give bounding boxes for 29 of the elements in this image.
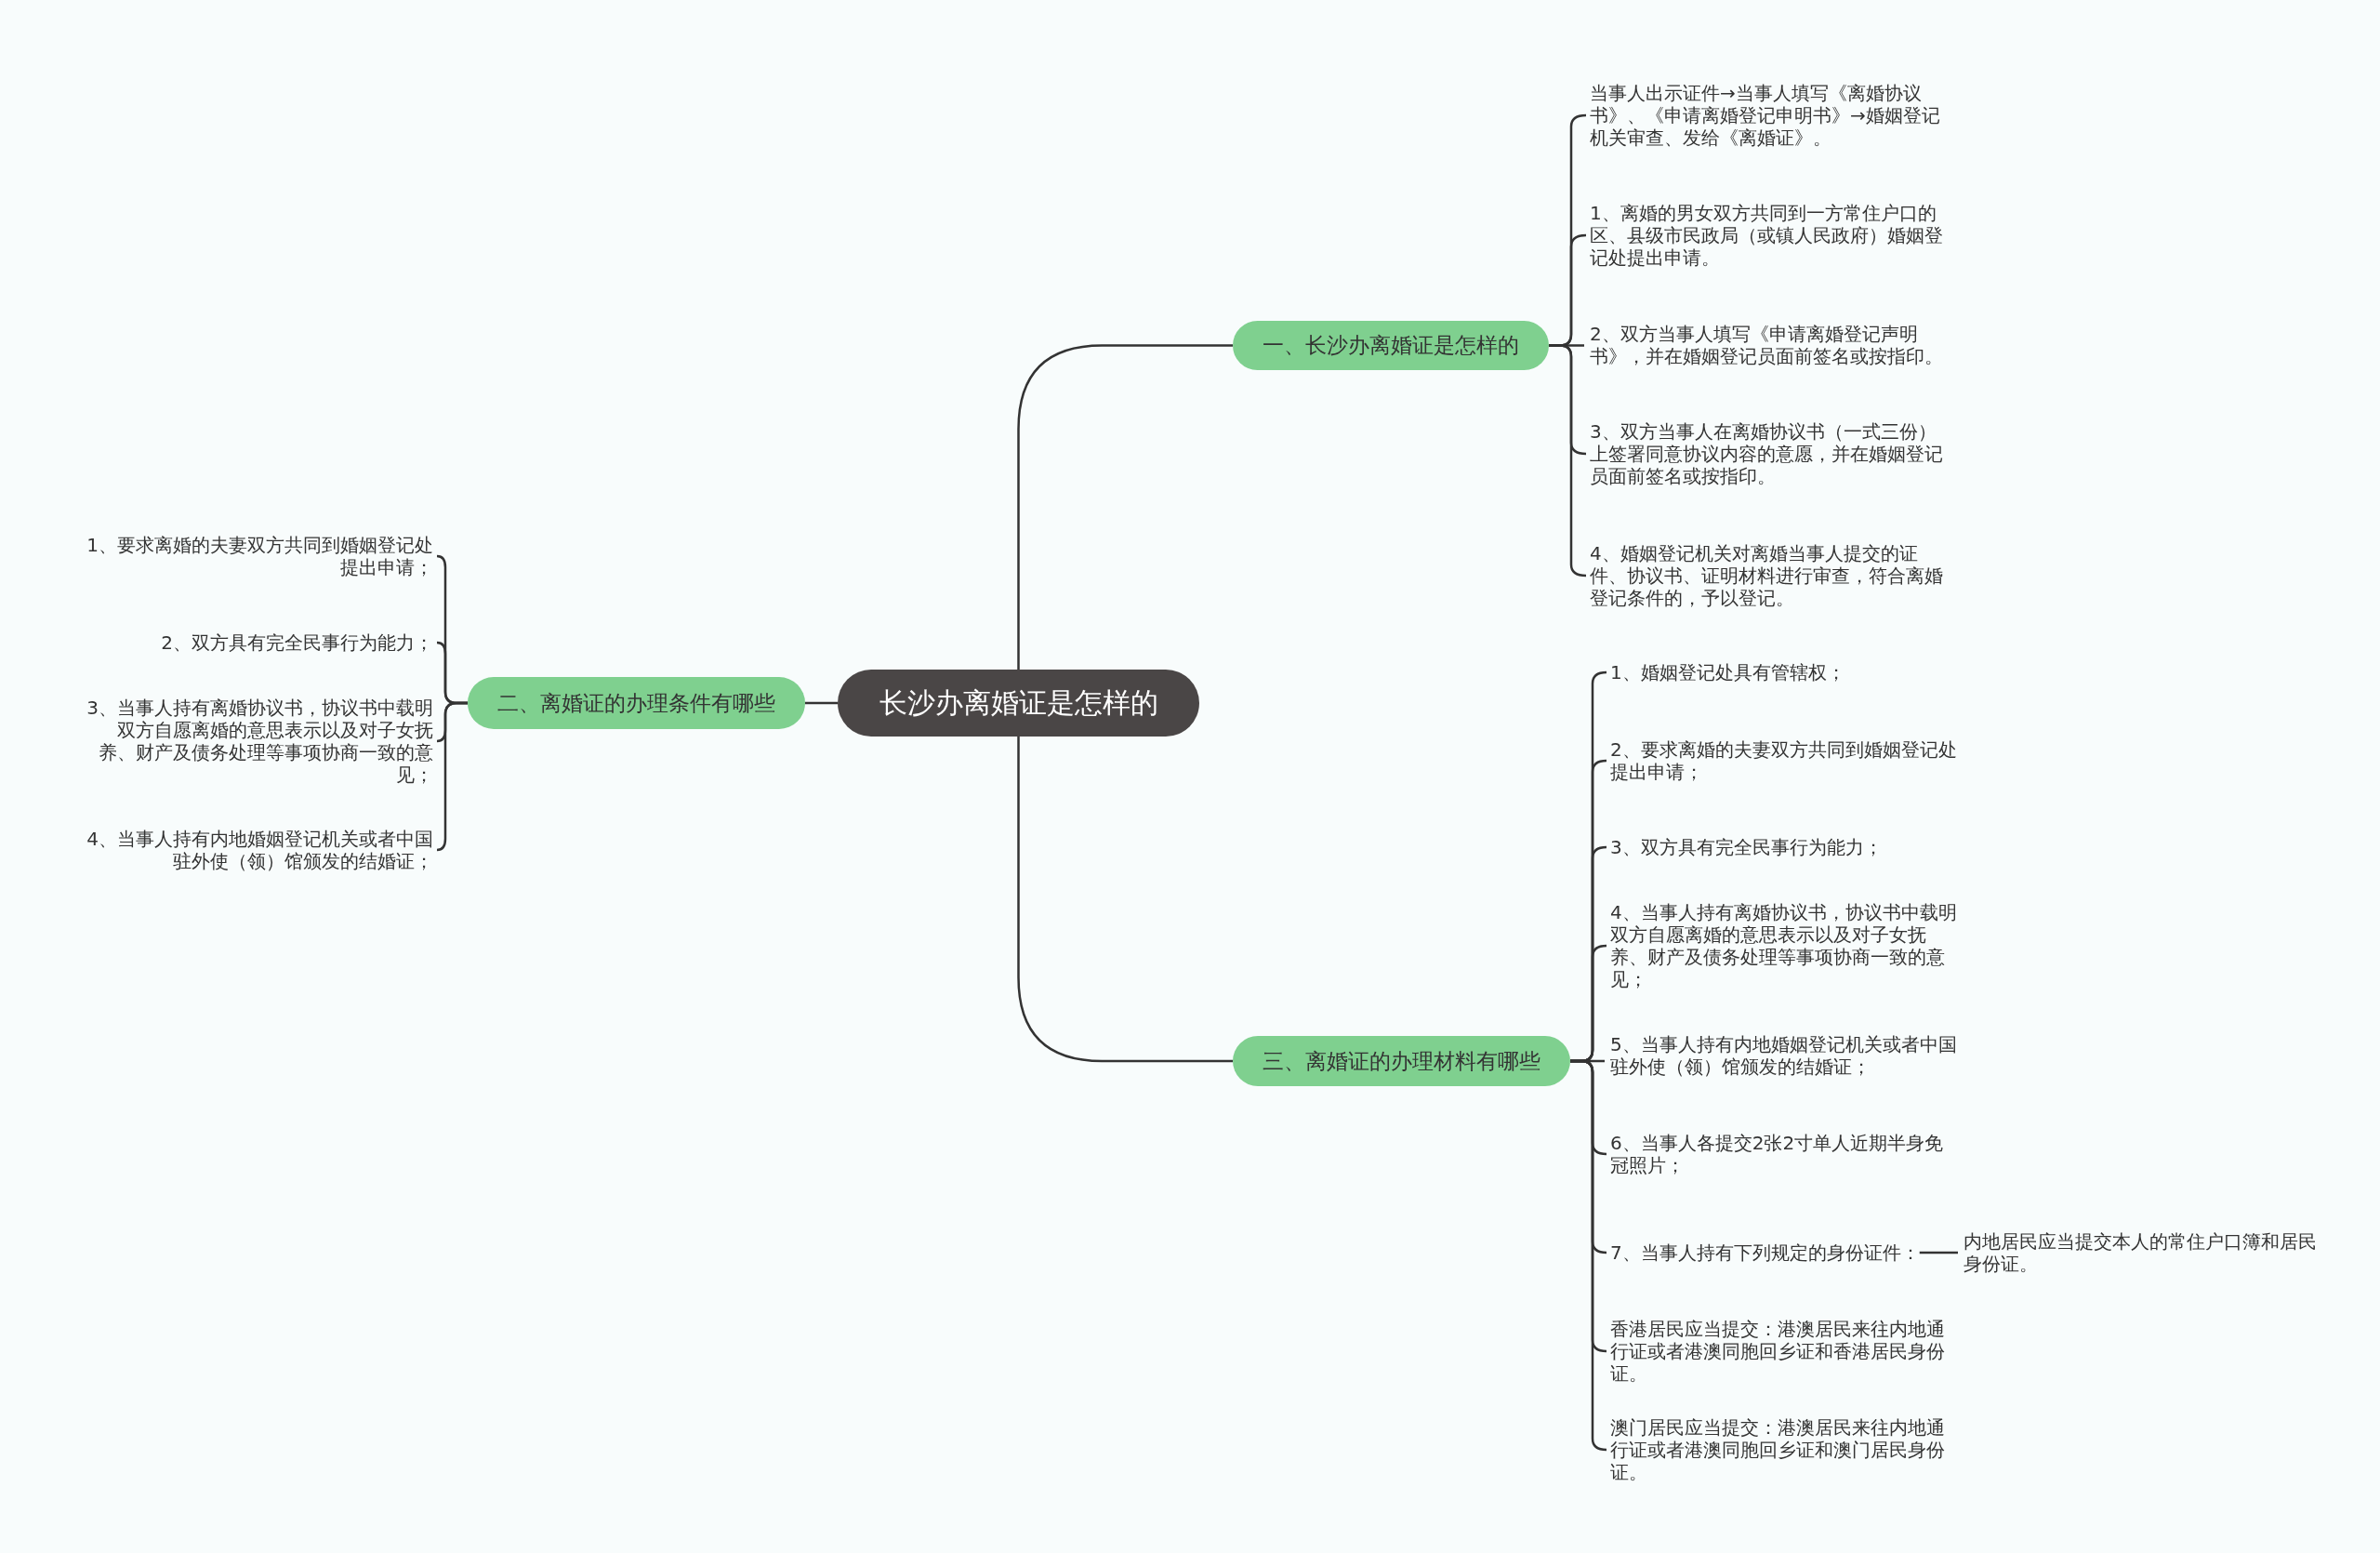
subtopic-text: 1、离婚的男女双方共同到一方常住户口的区、县级市民政局（或镇人民政府）婚姻登记处提出申请。 xyxy=(1590,202,1943,269)
subtopic-text: 3、双方当事人在离婚协议书（一式三份）上签署同意协议内容的意愿，并在婚姻登记员面前签名或按指印。 xyxy=(1590,420,1943,487)
subtopic-text: 1、婚姻登记处具有管辖权； xyxy=(1610,661,1959,684)
subtopic-text: 香港居民应当提交：港澳居民来往内地通行证或者港澳同胞回乡证和香港居民身份证。 xyxy=(1610,1318,1959,1385)
subtopic-text: 7、当事人持有下列规定的身份证件： xyxy=(1610,1241,1920,1264)
connector-line xyxy=(1017,344,1233,670)
subtopic-text: 当事人出示证件→当事人填写《离婚协议书》、《申请离婚登记申明书》→婚姻登记机关审查、发给《离婚证》。 xyxy=(1590,82,1943,149)
connector-line xyxy=(1919,1251,1958,1254)
central-topic-box: 长沙办离婚证是怎样的 xyxy=(838,670,1199,737)
connector-line xyxy=(1570,1059,1607,1452)
topic-box: 二、离婚证的办理条件有哪些 xyxy=(468,677,805,729)
subtopic-text: 1、要求离婚的夫妻双方共同到婚姻登记处提出申请； xyxy=(82,534,433,578)
connector-line xyxy=(436,701,468,852)
topic-box: 三、离婚证的办理材料有哪些 xyxy=(1233,1036,1570,1086)
connector-line xyxy=(1017,737,1233,1063)
subtopic-text: 2、双方当事人填写《申请离婚登记声明书》，并在婚姻登记员面前签名或按指印。 xyxy=(1590,323,1943,367)
subtopic-text: 6、当事人各提交2张2寸单人近期半身免冠照片； xyxy=(1610,1132,1959,1176)
subtopic-text: 2、要求离婚的夫妻双方共同到婚姻登记处提出申请； xyxy=(1610,738,1959,783)
subtopic-text: 4、当事人持有内地婚姻登记机关或者中国驻外使（领）馆颁发的结婚证； xyxy=(82,828,433,872)
subtopic-text: 3、双方具有完全民事行为能力； xyxy=(1610,836,1959,858)
connector-line xyxy=(805,701,838,705)
subtopic-text: 澳门居民应当提交：港澳居民来往内地通行证或者港澳同胞回乡证和澳门居民身份证。 xyxy=(1610,1416,1959,1483)
subtopic-text: 内地居民应当提交本人的常住户口簿和居民身份证。 xyxy=(1964,1230,2317,1275)
subtopic-text: 3、当事人持有离婚协议书，协议书中载明双方自愿离婚的意思表示以及对子女抚养、财产及债务处理等事项协商一致的意见； xyxy=(82,697,433,786)
subtopic-text: 5、当事人持有内地婚姻登记机关或者中国驻外使（领）馆颁发的结婚证； xyxy=(1610,1033,1959,1078)
subtopic-text: 4、婚姻登记机关对离婚当事人提交的证件、协议书、证明材料进行审查，符合离婚登记条件的，予以登记。 xyxy=(1590,542,1943,609)
subtopic-text: 4、当事人持有离婚协议书，协议书中载明双方自愿离婚的意思表示以及对子女抚养、财产及债务处理等事项协商一致的意见； xyxy=(1610,901,1959,990)
subtopic-text: 2、双方具有完全民事行为能力； xyxy=(82,631,433,654)
topic-box: 一、长沙办离婚证是怎样的 xyxy=(1233,321,1549,370)
